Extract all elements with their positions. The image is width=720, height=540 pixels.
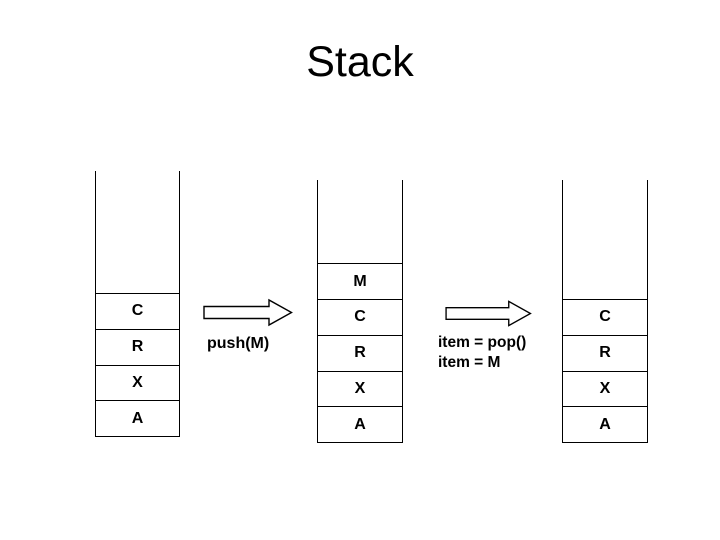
stack-cell: C — [318, 299, 402, 335]
stack-cell: M — [318, 263, 402, 299]
push-operation-label: push(M) — [207, 335, 270, 352]
stack-cell-value: M — [353, 272, 367, 290]
stack-cell-value: C — [599, 308, 611, 326]
pop-operation-label: item = pop() item = M — [438, 333, 526, 373]
stack-cell: A — [96, 400, 179, 436]
stack-cell: R — [96, 328, 179, 365]
stack-cell: X — [563, 370, 647, 407]
stack-cell: C — [96, 293, 179, 329]
slide-title: Stack — [306, 38, 414, 86]
stack-cell: A — [563, 406, 647, 442]
stack-cell-value: R — [354, 344, 366, 362]
stack-after-push: M C R X A — [317, 180, 403, 443]
stack-initial-cells: C R X A — [96, 293, 179, 436]
stack-cell-value: A — [131, 409, 144, 427]
stack-cell-value: A — [354, 415, 366, 433]
stack-cell: R — [318, 334, 402, 371]
stack-cell-value: C — [131, 302, 144, 320]
stack-cell-value: X — [132, 373, 143, 391]
push-block-arrow-right-icon — [203, 298, 293, 327]
pop-label-line1: item = pop() — [438, 334, 527, 351]
stack-initial: C R X A — [95, 171, 180, 437]
stack-after-push-cells: M C R X A — [318, 263, 402, 442]
stack-cell: R — [563, 334, 647, 371]
pop-block-arrow-right-icon — [443, 300, 534, 327]
stack-cell-value: X — [354, 379, 366, 397]
pop-label-line2: item = M — [438, 354, 501, 371]
stack-cell: C — [563, 299, 647, 335]
stack-cell-value: A — [599, 415, 611, 433]
stack-cell: X — [318, 370, 402, 407]
stack-cell-value: C — [354, 308, 366, 326]
stack-cell: X — [96, 364, 179, 401]
stack-cell-value: R — [599, 344, 611, 362]
stack-after-pop-cells: C R X A — [563, 299, 647, 442]
stack-after-pop: C R X A — [562, 180, 648, 443]
stack-cell: A — [318, 406, 402, 442]
stack-cell-value: X — [599, 379, 611, 397]
stack-cell-value: R — [131, 338, 144, 356]
